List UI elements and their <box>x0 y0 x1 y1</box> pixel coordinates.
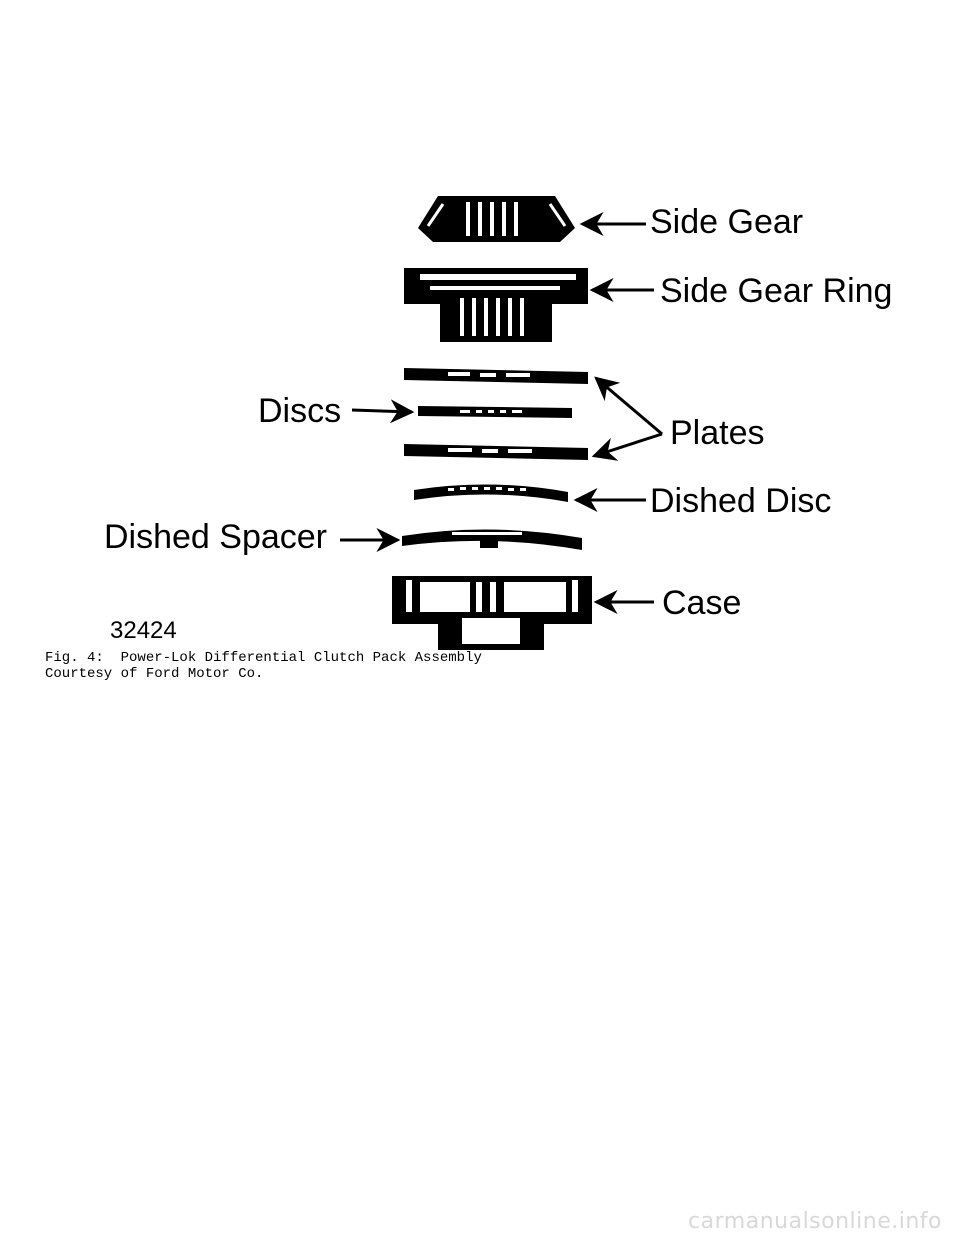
label-case: Case <box>662 584 741 622</box>
part-number: 32424 <box>110 617 177 644</box>
label-plates: Plates <box>670 414 765 452</box>
figure-caption: Fig. 4: Power-Lok Differential Clutch Pa… <box>45 650 482 682</box>
label-side-gear: Side Gear <box>650 203 803 241</box>
label-discs: Discs <box>258 392 341 430</box>
side-gear-ring-part <box>404 268 588 342</box>
label-dished-spacer: Dished Spacer <box>104 518 327 556</box>
label-dished-disc: Dished Disc <box>650 482 831 520</box>
plate-bottom <box>404 444 588 460</box>
disc <box>418 406 572 418</box>
dished-spacer-part <box>402 529 582 550</box>
dished-disc-part <box>414 484 568 502</box>
label-side-gear-ring: Side Gear Ring <box>660 272 892 310</box>
case-part <box>392 576 592 650</box>
caption-credit: Courtesy of Ford Motor Co. <box>45 666 264 682</box>
side-gear-part <box>418 196 575 242</box>
watermark: carmanualsonline.info <box>688 1209 942 1234</box>
clutch-pack-diagram: Side Gear Side Gear Ring Discs Plates Di… <box>104 196 892 650</box>
plate-top <box>404 368 588 384</box>
caption-title: Fig. 4: Power-Lok Differential Clutch Pa… <box>45 650 482 666</box>
leader-arrows <box>340 212 663 614</box>
